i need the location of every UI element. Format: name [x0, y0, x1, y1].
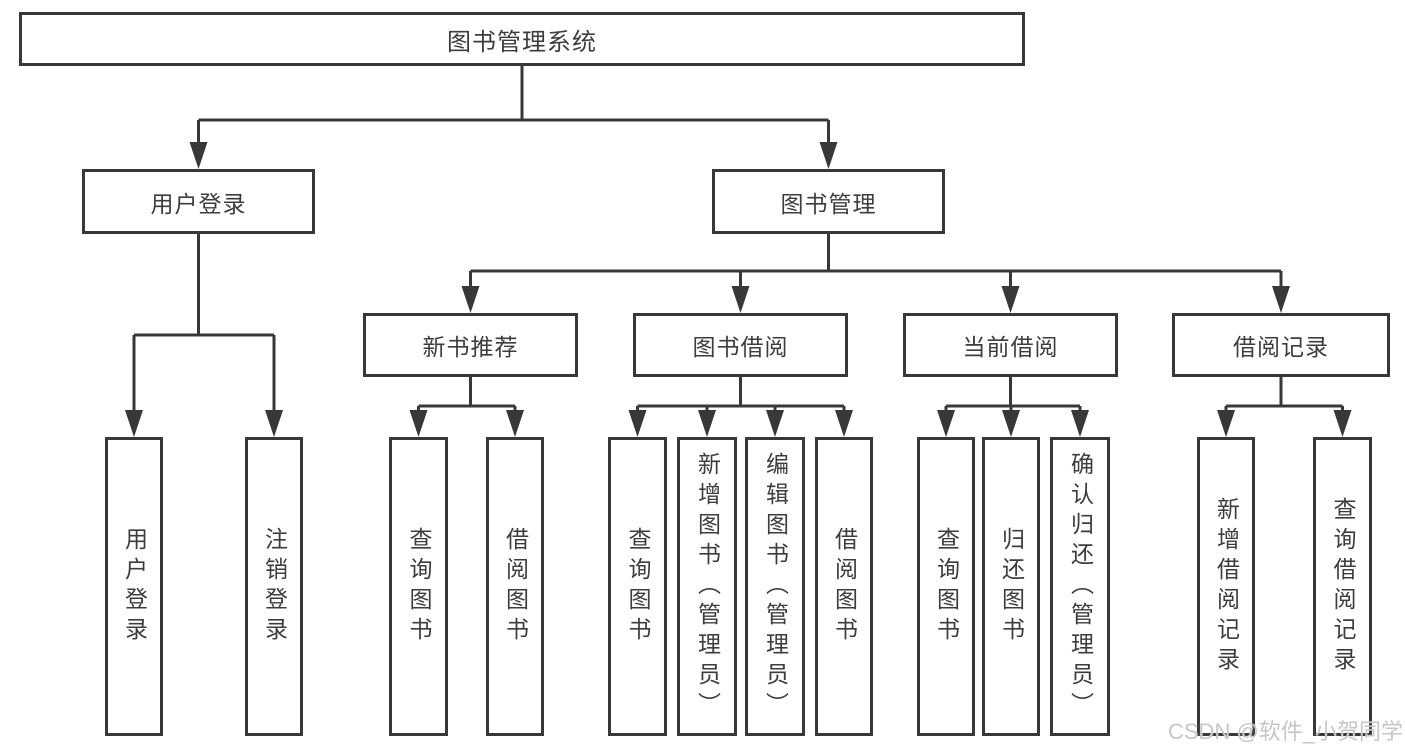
node-label: 查询图书	[933, 526, 960, 647]
leaf-borrow-books-recommend: 借阅图书	[486, 437, 544, 736]
node-label: 确认归还（管理员）	[1067, 451, 1094, 722]
node-label: 注销登录	[261, 526, 288, 647]
arrowhead	[766, 410, 784, 437]
node-label: 借阅图书	[831, 526, 858, 647]
arrowhead	[265, 410, 283, 437]
node-label: 图书管理系统	[447, 28, 597, 56]
node-label: 图书借阅	[692, 334, 789, 360]
node-label: 图书管理	[780, 190, 877, 217]
arrowhead	[189, 142, 208, 169]
leaf-query-borrow-record: 查询借阅记录	[1313, 437, 1372, 736]
node-label: 归还图书	[998, 526, 1025, 647]
leaf-return-books: 归还图书	[982, 437, 1040, 736]
arrowhead	[819, 142, 838, 169]
leaf-add-borrow-record: 新增借阅记录	[1197, 437, 1255, 736]
node-label: 借阅记录	[1233, 334, 1329, 360]
node-label: 用户登录	[150, 190, 247, 217]
csdn-watermark: CSDN @软件_小贺同学	[1168, 719, 1404, 744]
arrowhead	[1071, 410, 1089, 437]
arrowhead	[1333, 410, 1352, 437]
arrowhead	[1272, 286, 1290, 313]
arrowhead	[698, 410, 716, 437]
node-new-book-recommend: 新书推荐	[363, 313, 578, 377]
arrowhead	[628, 410, 647, 437]
arrowhead	[409, 410, 428, 437]
arrowhead	[461, 286, 480, 313]
node-current-borrowing: 当前借阅	[903, 313, 1118, 377]
node-label: 查询图书	[406, 526, 432, 647]
arrowhead	[506, 410, 524, 437]
node-label: 编辑图书（管理员）	[762, 451, 789, 722]
arrowhead	[1001, 286, 1020, 313]
arrowhead	[937, 410, 955, 437]
node-book-management: 图书管理	[712, 169, 945, 234]
leaf-query-books-borrow: 查询图书	[608, 437, 667, 736]
node-user-login: 用户登录	[82, 169, 315, 234]
leaf-confirm-return-admin: 确认归还（管理员）	[1050, 437, 1110, 736]
leaf-query-books-current: 查询图书	[917, 437, 975, 736]
node-label: 新增借阅记录	[1213, 496, 1240, 677]
leaf-borrow-books: 借阅图书	[815, 437, 873, 736]
node-label: 用户登录	[121, 526, 148, 647]
leaf-query-books-recommend: 查询图书	[389, 437, 448, 736]
node-book-borrowing: 图书借阅	[633, 313, 848, 377]
node-label: 新增图书（管理员）	[694, 451, 721, 722]
node-label: 借阅图书	[502, 526, 529, 647]
node-borrowing-records: 借阅记录	[1172, 313, 1390, 377]
leaf-logout: 注销登录	[245, 437, 303, 736]
node-label: 查询借阅记录	[1330, 496, 1356, 677]
arrowhead	[125, 410, 143, 437]
arrowhead	[835, 410, 853, 437]
node-label: 查询图书	[625, 526, 651, 647]
leaf-edit-book-admin: 编辑图书（管理员）	[745, 437, 805, 736]
node-label: 新书推荐	[422, 334, 519, 360]
leaf-user-login: 用户登录	[105, 437, 163, 736]
arrowhead	[731, 286, 750, 313]
leaf-add-book-admin: 新增图书（管理员）	[677, 437, 737, 736]
arrowhead	[1217, 410, 1235, 437]
node-label: 当前借阅	[962, 334, 1059, 360]
arrowhead	[1002, 410, 1020, 437]
node-library-management-system: 图书管理系统	[19, 12, 1025, 66]
